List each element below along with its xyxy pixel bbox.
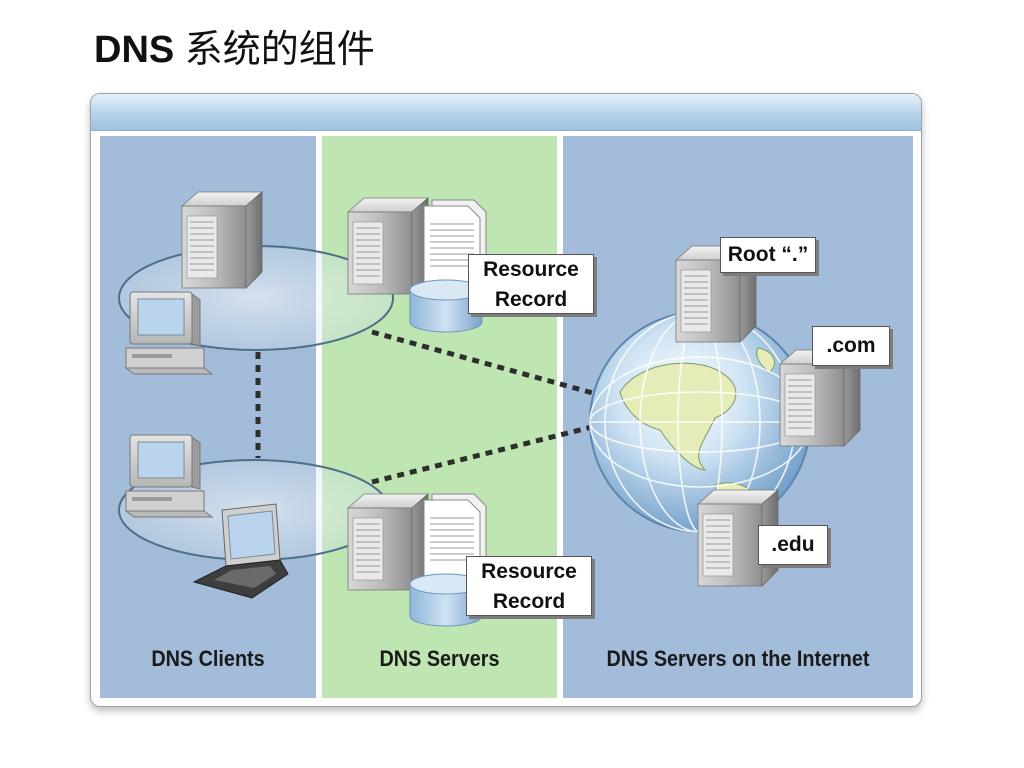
resource-record-line1: Resource bbox=[481, 560, 577, 583]
title-suffix: 系统的组件 bbox=[184, 27, 375, 71]
dns-clients-label: DNS Clients bbox=[151, 646, 265, 671]
client-server-icon bbox=[181, 191, 263, 289]
page-title: DNS 系统的组件 bbox=[94, 18, 375, 73]
resource-record-callout-bottom: Resource Record bbox=[466, 556, 592, 616]
laptop-icon bbox=[192, 503, 289, 599]
top-internet-link bbox=[371, 329, 601, 398]
dns-servers-label: DNS Servers bbox=[379, 646, 500, 671]
client-desktop-bottom-icon bbox=[125, 434, 213, 518]
root-callout: Root “.” bbox=[720, 237, 816, 273]
resource-record-line1: Resource bbox=[483, 258, 579, 281]
frame-header bbox=[91, 94, 921, 131]
resource-record-line2: Record bbox=[494, 288, 568, 311]
title-prefix: DNS bbox=[94, 29, 175, 71]
com-callout: .com bbox=[812, 326, 890, 366]
edu-callout: .edu bbox=[758, 525, 828, 565]
client-desktop-top-icon bbox=[125, 291, 213, 375]
resource-record-line2: Record bbox=[492, 590, 566, 613]
internet-servers-label: DNS Servers on the Internet bbox=[606, 646, 870, 671]
resource-record-callout-top: Resource Record bbox=[468, 254, 594, 314]
bottom-internet-link bbox=[371, 422, 601, 485]
